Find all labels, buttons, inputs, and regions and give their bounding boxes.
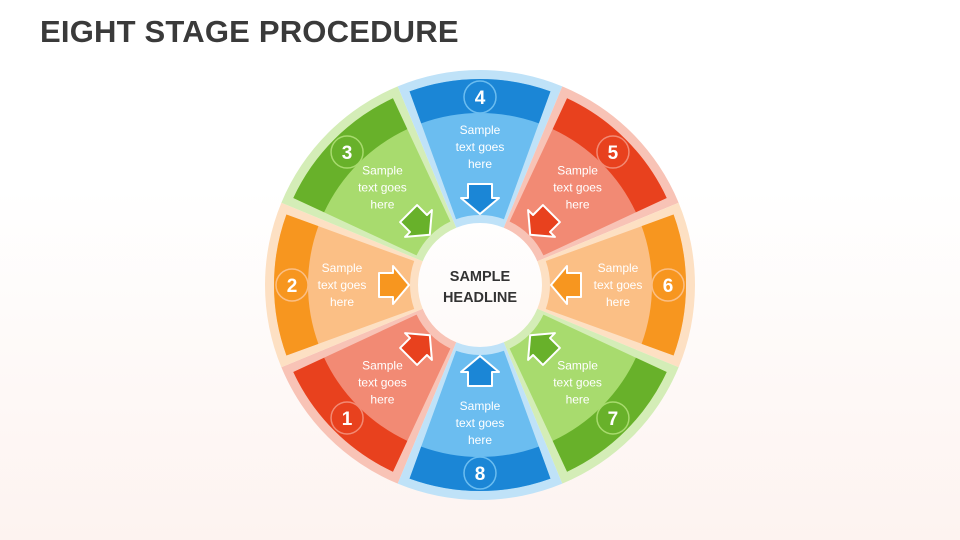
stage-1-number: 1: [342, 409, 353, 430]
stage-6-number: 6: [663, 276, 674, 297]
stage-6-badge: [651, 268, 685, 302]
stage-4-number: 4: [475, 88, 486, 109]
down-arrow-icon: [460, 183, 500, 215]
down-left-arrow-icon: [527, 204, 561, 238]
left-arrow-icon: [550, 265, 582, 305]
stage-7-badge: [596, 401, 630, 435]
page-title: EIGHT STAGE PROCEDURE: [40, 14, 459, 49]
stage-8-badge: [463, 456, 497, 490]
up-left-arrow-icon: [527, 332, 561, 366]
stage-7-number: 7: [608, 409, 619, 430]
up-right-arrow-icon: [399, 332, 433, 366]
down-right-arrow-icon: [399, 204, 433, 238]
stage-3-badge: [330, 135, 364, 169]
stage-2-badge: [275, 268, 309, 302]
stage-5-number: 5: [608, 143, 619, 164]
stage-3-number: 3: [342, 143, 353, 164]
stage-2-number: 2: [287, 276, 298, 297]
stage-4-badge: [463, 80, 497, 114]
right-arrow-icon: [378, 265, 410, 305]
stage-1-badge: [330, 401, 364, 435]
stage-5-badge: [596, 135, 630, 169]
stage-8-number: 8: [475, 464, 486, 485]
up-arrow-icon: [460, 355, 500, 387]
